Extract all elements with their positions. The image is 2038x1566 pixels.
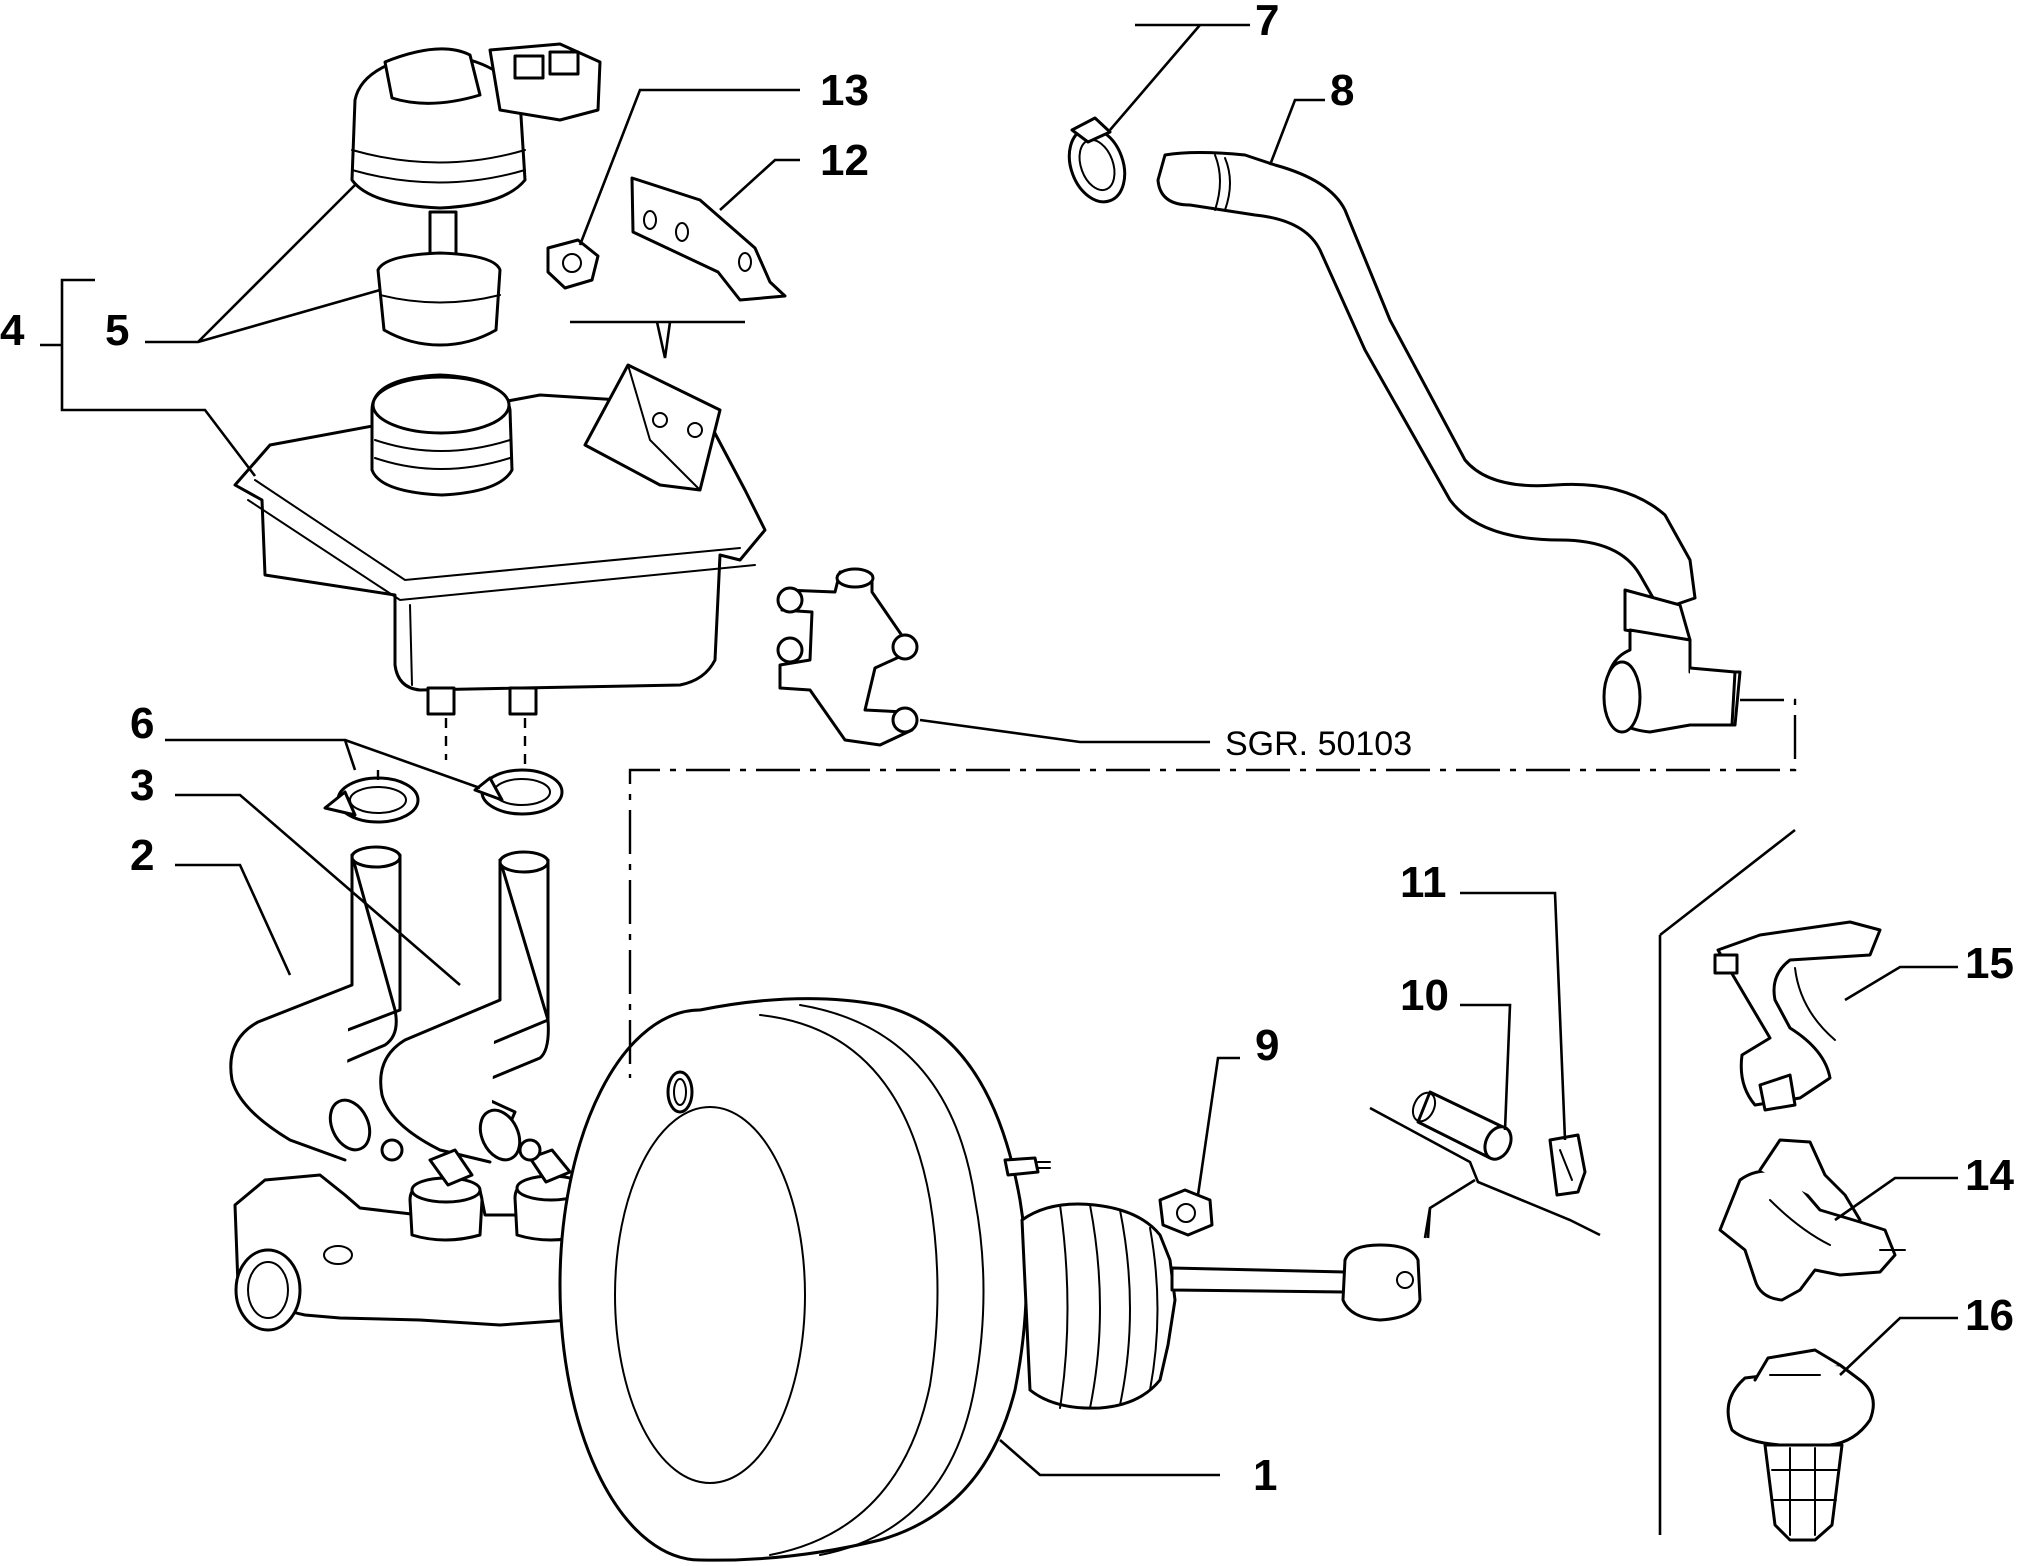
reference-label: SGR. 50103 xyxy=(1225,725,1412,763)
clamp-15 xyxy=(1713,920,1882,1112)
callout-5: 5 xyxy=(105,306,129,355)
callout-6: 6 xyxy=(130,699,154,748)
callout-1: 1 xyxy=(1253,1451,1277,1500)
callout-3: 3 xyxy=(130,761,154,810)
callout-8: 8 xyxy=(1330,66,1354,115)
callout-2: 2 xyxy=(130,831,154,880)
hose-clamp-7 xyxy=(1067,116,1127,204)
nut-9 xyxy=(1158,1188,1214,1237)
callout-10: 10 xyxy=(1400,971,1449,1020)
brake-booster xyxy=(558,997,1422,1562)
hose-2 xyxy=(229,845,402,1162)
brake-fluid-reservoir xyxy=(233,363,767,716)
hose-clamps-6 xyxy=(323,768,564,824)
push-clip-16 xyxy=(1726,1348,1875,1542)
clip-11 xyxy=(1548,1133,1587,1197)
connector-valve xyxy=(776,567,919,747)
hose-3 xyxy=(379,850,550,1164)
vacuum-hose-8 xyxy=(1156,151,1742,734)
callout-13: 13 xyxy=(820,66,869,115)
callout-12: 12 xyxy=(820,136,869,185)
callout-9: 9 xyxy=(1255,1021,1279,1070)
callout-7: 7 xyxy=(1255,0,1279,45)
bracket-12 xyxy=(630,176,787,302)
callout-4: 4 xyxy=(0,306,25,355)
callout-14: 14 xyxy=(1965,1151,2014,1200)
callout-11: 11 xyxy=(1400,858,1447,907)
callout-16: 16 xyxy=(1965,1291,2014,1340)
clip-14 xyxy=(1718,1138,1906,1302)
callout-15: 15 xyxy=(1965,939,2014,988)
pin-10 xyxy=(1411,1090,1513,1161)
reservoir-cap xyxy=(350,42,602,347)
nut-13 xyxy=(546,238,600,290)
